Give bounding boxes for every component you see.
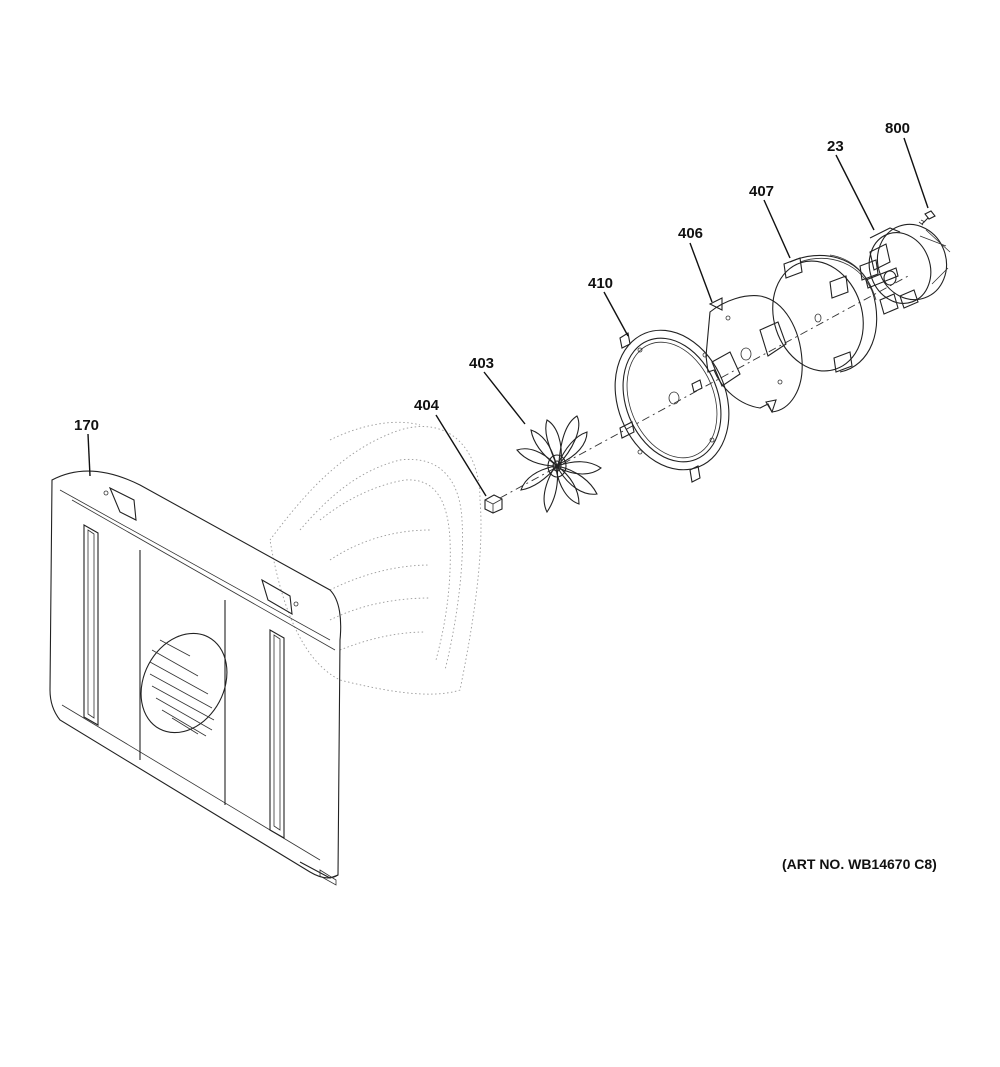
insulation-disc-part (772, 254, 878, 373)
callout-406: 406 (678, 225, 703, 242)
callout-800: 800 (885, 120, 910, 137)
screw-part (918, 210, 936, 226)
callout-407: 407 (749, 183, 774, 200)
nut-part (484, 494, 503, 514)
shaft-centerline (499, 274, 911, 499)
callout-23: 23 (827, 138, 844, 155)
convection-motor-part (859, 223, 951, 315)
fan-blade-part (516, 415, 602, 514)
ghost-insulation-outline (269, 421, 482, 695)
art-number-label: (ART NO. WB14670 C8) (782, 856, 937, 872)
callout-170: 170 (74, 417, 99, 434)
convection-cover-part (49, 470, 342, 886)
callout-404: 404 (414, 397, 440, 414)
vent-grille (140, 632, 228, 737)
gasket-ring-part (614, 329, 730, 483)
leader-lines (87, 137, 929, 497)
motor-bracket-part (691, 295, 803, 414)
callout-403: 403 (469, 355, 494, 372)
callout-410: 410 (588, 275, 613, 292)
